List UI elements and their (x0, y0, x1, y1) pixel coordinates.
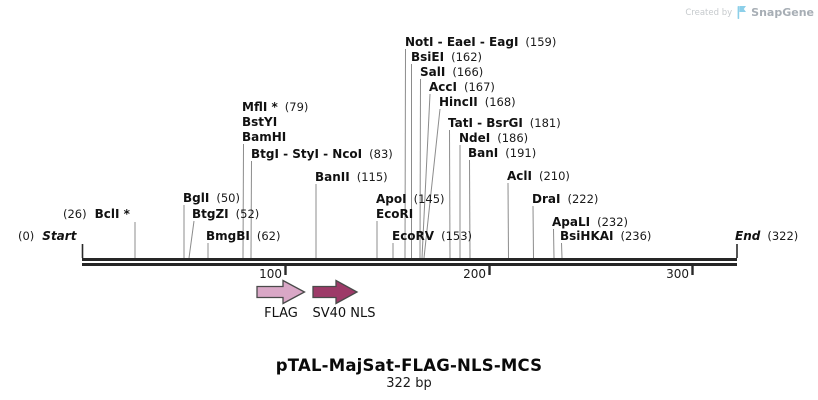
site-name: BtgI - StyI - NcoI (251, 147, 363, 161)
site-label-btgi-styi-ncoi: BtgI - StyI - NcoI (83) (251, 147, 393, 161)
start-position: (0) (18, 229, 35, 243)
site-position: (83) (369, 147, 393, 161)
site-name: BclI * (94, 207, 130, 221)
site-position: (222) (567, 192, 599, 206)
site-label-banii: BanII (115) (315, 170, 388, 184)
site-label-bgli: BglI (50) (183, 191, 240, 205)
end-position: (322) (767, 229, 799, 243)
site-label-tati-bsrgi: TatI - BsrGI (181) (448, 116, 561, 130)
created-by-text: Created by (685, 7, 733, 18)
site-label-ecorv: EcoRV (153) (392, 229, 472, 243)
site-label-noti-eaei-eagi: NotI - EaeI - EagI (159) (405, 35, 556, 49)
site-position: (236) (620, 229, 652, 243)
site-label-bstyi: BstYI (242, 115, 277, 129)
site-position: (162) (451, 50, 483, 64)
site-name: BtgZI (192, 207, 229, 221)
site-label-bsihkai: BsiHKAI (236) (560, 229, 651, 243)
site-label-bsiei: BsiEI (162) (411, 50, 482, 64)
site-position: (166) (452, 65, 484, 79)
start-name: Start (42, 229, 77, 243)
site-position: (232) (597, 215, 629, 229)
leader-lines (134, 48, 563, 259)
site-name: ApoI (376, 192, 407, 206)
map-start-label: (0) Start (18, 229, 76, 243)
site-name: BsiEI (411, 50, 445, 64)
site-position: (167) (463, 80, 495, 94)
site-position: (26) (63, 207, 87, 221)
site-name: ApaLI (552, 215, 591, 229)
site-name: BglI (183, 191, 210, 205)
snapgene-brand-text: SnapGene (751, 6, 814, 19)
site-name: MflI * (242, 100, 278, 114)
map-backbone (82, 258, 737, 266)
snapgene-logo-icon (737, 6, 747, 19)
sv40-nls-feature-label: SV40 NLS (312, 306, 376, 321)
site-position: (210) (538, 169, 570, 183)
site-position: (145) (413, 192, 445, 206)
ruler-tick-marks (284, 266, 694, 275)
site-position: (159) (525, 35, 557, 49)
map-end-label: End (322) (735, 229, 798, 243)
construct-title: pTAL-MajSat-FLAG-NLS-MCS (275, 356, 543, 375)
site-label-apoi: ApoI (145) (376, 192, 445, 206)
site-position: (115) (356, 170, 388, 184)
site-name: NotI - EaeI - EagI (405, 35, 519, 49)
site-position: (153) (441, 229, 473, 243)
construct-length: 322 bp (386, 376, 432, 391)
site-label-acli: AclI (210) (507, 169, 570, 183)
site-position: (50) (216, 191, 240, 205)
site-position: (79) (284, 100, 309, 114)
site-name: BmgBI (206, 229, 250, 243)
site-label-btgzi: BtgZI (52) (192, 207, 259, 221)
start-end-leader-lines (81, 244, 738, 258)
site-label-bmgbi: BmgBI (62) (206, 229, 280, 243)
site-label-bamhi: BamHI (242, 130, 286, 144)
flag-feature-label: FLAG (264, 306, 298, 321)
site-name: AccI (429, 80, 457, 94)
flag-feature-arrow (256, 279, 306, 305)
site-name: BanII (315, 170, 350, 184)
site-label-mfli: MflI * (79) (242, 100, 308, 114)
site-name: BstYI (242, 115, 278, 129)
site-name: BanI (468, 146, 499, 160)
site-label-sali: SalI (166) (420, 65, 483, 79)
site-position: (62) (256, 229, 281, 243)
site-position: (168) (484, 95, 516, 109)
site-name: AclI (507, 169, 532, 183)
sv40-nls-feature-arrow (312, 279, 359, 305)
ruler-tick-300: 300 (666, 267, 689, 281)
site-name: TatI - BsrGI (448, 116, 523, 130)
site-name: EcoRV (392, 229, 435, 243)
site-name: BsiHKAI (560, 229, 614, 243)
site-position: (186) (497, 131, 529, 145)
site-name: BamHI (242, 130, 287, 144)
site-label-drai: DraI (222) (532, 192, 598, 206)
site-label-bani: BanI (191) (468, 146, 536, 160)
site-name: HincII (439, 95, 478, 109)
site-label-apali: ApaLI (232) (552, 215, 628, 229)
site-name: EcoRI (376, 207, 414, 221)
snapgene-credit: Created by SnapGene (685, 5, 814, 20)
ruler-tick-200: 200 (463, 267, 486, 281)
site-label-acci: AccI (167) (429, 80, 495, 94)
end-name: End (735, 229, 761, 243)
site-label-bcli: (26) BclI * (63, 207, 130, 221)
site-position: (191) (505, 146, 537, 160)
site-name: DraI (532, 192, 561, 206)
site-name: SalI (420, 65, 446, 79)
site-label-hincii: HincII (168) (439, 95, 516, 109)
site-name: NdeI (459, 131, 491, 145)
site-position: (52) (235, 207, 260, 221)
ruler-tick-100: 100 (259, 267, 282, 281)
site-label-ecori: EcoRI (376, 207, 413, 221)
site-label-ndei: NdeI (186) (459, 131, 528, 145)
site-position: (181) (529, 116, 561, 130)
